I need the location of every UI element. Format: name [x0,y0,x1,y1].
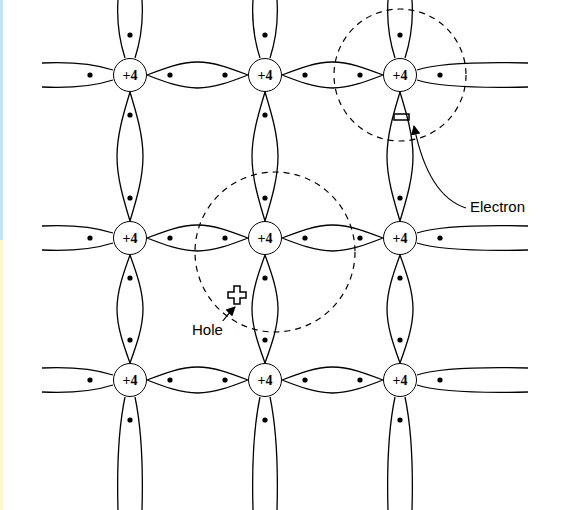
atom-core: +4 [383,363,417,397]
leader-line [414,126,466,208]
covalent-bond [252,92,278,221]
core-charge: +4 [393,373,408,388]
callout-label: Hole [190,321,225,338]
core-charge: +4 [393,68,408,83]
covalent-bond [117,92,143,221]
covalent-bond [147,225,248,251]
covalent-bond [252,255,278,363]
core-charge: +4 [258,231,273,246]
outer-bonds [42,0,528,510]
covalent-bond [282,62,383,88]
core-charge: +4 [393,231,408,246]
edge-strip [0,0,3,240]
hole-symbol [228,286,246,304]
core-charge: +4 [123,373,138,388]
atom-core: +4 [113,363,147,397]
atom-core: +4 [248,58,282,92]
valence-electrons [87,32,442,422]
core-charge: +4 [258,373,273,388]
atom-core: +4 [248,363,282,397]
covalent-bond [147,62,248,88]
atom-core: +4 [113,221,147,255]
edge-strip [0,240,3,510]
electron-orbit [334,9,466,141]
covalent-bond [282,225,383,251]
atom-core: +4 [248,221,282,255]
core-charge: +4 [123,68,138,83]
covalent-bond [387,92,413,221]
core-charge: +4 [123,231,138,246]
callout-label: Electron [468,198,527,215]
covalent-bond [147,367,248,393]
atom-core: +4 [383,221,417,255]
leader-line [222,307,235,322]
covalent-bond [282,367,383,393]
core-charge: +4 [258,68,273,83]
hole-orbit [195,172,355,332]
covalent-bond [117,255,143,363]
covalent-bond [387,255,413,363]
atom-core: +4 [383,58,417,92]
atom-core: +4 [113,58,147,92]
